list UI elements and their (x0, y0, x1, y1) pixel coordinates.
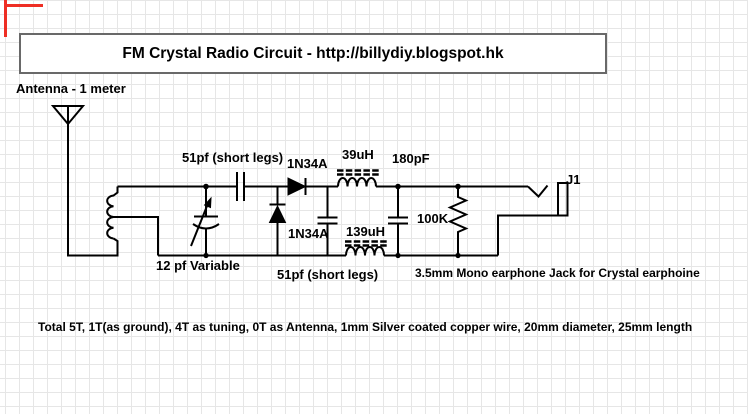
variable-cap-label: 12 pf Variable (156, 258, 240, 273)
shunt-diode-label: 1N34A (288, 226, 329, 241)
junction-dots (203, 183, 461, 259)
top-inductor-symbol (337, 169, 379, 187)
red-corner-mark-horizontal (4, 4, 43, 7)
resistor-symbol (447, 186, 469, 256)
page-title: FM Crystal Radio Circuit - http://billyd… (122, 44, 504, 62)
series-capacitor-symbol (236, 172, 245, 201)
top-inductor-label: 39uH (342, 147, 374, 162)
series-cap-label: 51pf (short legs) (182, 150, 284, 165)
title-box: FM Crystal Radio Circuit - http://billyd… (19, 33, 607, 74)
jack-note: 3.5mm Mono earphone Jack for Crystal ear… (415, 266, 700, 280)
bottom-inductor-label: 139uH (346, 224, 386, 239)
jack-ref-label: J1 (566, 172, 581, 187)
antenna-symbol (50, 105, 119, 257)
shunt-cap-label: 51pf (short legs) (277, 267, 379, 282)
output-cap-label: 180pF (392, 151, 430, 166)
series-diode-symbol (287, 177, 307, 196)
variable-capacitor-symbol (190, 186, 220, 256)
output-capacitor-symbol (388, 186, 408, 256)
jack-switch-contact (527, 184, 549, 198)
resistor-label: 100K (417, 211, 449, 226)
shunt-capacitor-symbol (317, 186, 338, 256)
bottom-inductor-symbol (345, 240, 387, 256)
jack-symbol (497, 182, 569, 256)
series-diode-label: 1N34A (287, 156, 328, 171)
shunt-diode-symbol (268, 186, 287, 256)
antenna-label: Antenna - 1 meter (16, 81, 126, 96)
coil-winding-note: Total 5T, 1T(as ground), 4T as tuning, 0… (38, 320, 693, 334)
red-corner-mark-vertical (4, 0, 7, 37)
coil-symbol (106, 186, 159, 256)
